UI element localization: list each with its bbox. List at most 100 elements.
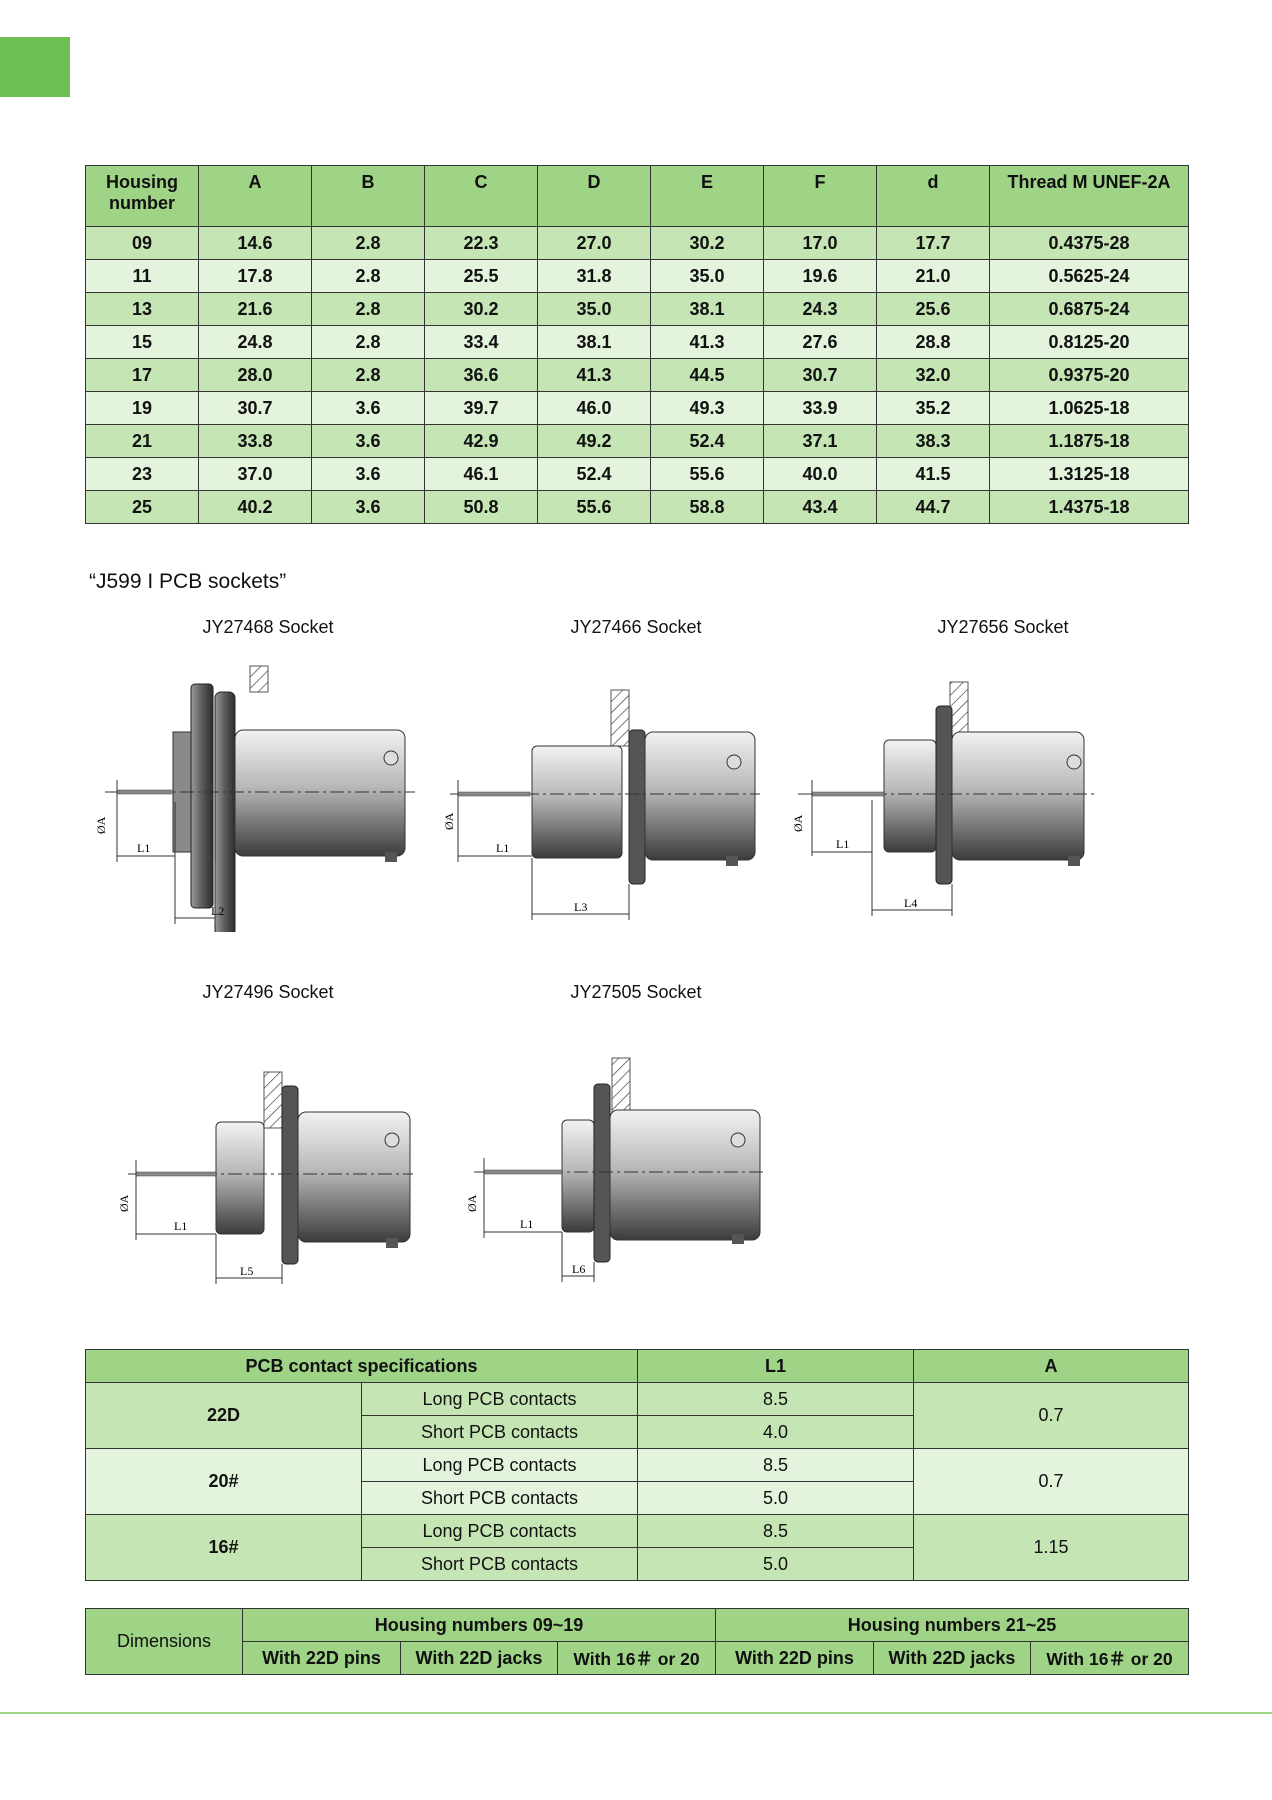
diameter-a-label: ØA	[95, 816, 108, 834]
table-row: Short PCB contacts 4.0	[86, 1415, 1189, 1449]
footer-divider	[0, 1712, 1272, 1714]
socket-caption-jy27466: JY27466 Socket	[570, 617, 702, 637]
table-row: 22D Long PCB contacts 8.5 0.7	[85, 1382, 1189, 1449]
table-cell: 09	[85, 226, 199, 260]
a-value: 0.7	[913, 1382, 1189, 1449]
table-cell: 3.6	[311, 424, 425, 458]
dimension-l1-label: L1	[836, 837, 849, 851]
table-cell: 43.4	[763, 490, 877, 524]
table-cell: 30.2	[424, 292, 538, 326]
column-header: Housing number	[85, 165, 199, 227]
column-header: B	[311, 165, 425, 227]
contact-type: Long PCB contacts	[361, 1448, 638, 1482]
socket-caption-jy27468: JY27468 Socket	[202, 617, 334, 637]
table-cell: 27.0	[537, 226, 651, 260]
table-cell: 1.1875-18	[989, 424, 1189, 458]
dimension-l5-label: L5	[240, 1264, 253, 1278]
table-cell: 0.9375-20	[989, 358, 1189, 392]
socket-caption-jy27656: JY27656 Socket	[937, 617, 1069, 637]
table-cell: 41.5	[876, 457, 990, 491]
housing-group-21-25: Housing numbers 21~25	[715, 1608, 1189, 1642]
table-cell: 19	[85, 391, 199, 425]
table-cell: 30.7	[763, 358, 877, 392]
socket-drawing-jy27466: ØA L1 L3	[440, 680, 770, 930]
table-cell: 17.7	[876, 226, 990, 260]
diameter-a-label: ØA	[791, 814, 805, 832]
housing-group-09-19: Housing numbers 09~19	[242, 1608, 716, 1642]
table-cell: 14.6	[198, 226, 312, 260]
table-cell: 0.6875-24	[989, 292, 1189, 326]
table-cell: 52.4	[537, 457, 651, 491]
dimension-l1-label: L1	[137, 841, 150, 855]
table-header-row: With 22D pins With 22D jacks With 16＃ or…	[86, 1641, 1189, 1675]
table-cell: 23	[85, 457, 199, 491]
col-22d-jacks: With 22D jacks	[400, 1641, 558, 1675]
l1-value: 5.0	[637, 1547, 914, 1581]
dimension-l3-label: L3	[574, 900, 587, 914]
table-cell: 41.3	[650, 325, 764, 359]
table-cell: 22.3	[424, 226, 538, 260]
table-cell: 21	[85, 424, 199, 458]
dimension-l4-label: L4	[904, 896, 917, 910]
table-cell: 0.5625-24	[989, 259, 1189, 293]
socket-drawing-jy27496: ØA L1 L5	[118, 1064, 418, 1294]
socket-drawing-jy27505: ØA L1 L6	[464, 1054, 774, 1294]
table-cell: 3.6	[311, 457, 425, 491]
diameter-a-label: ØA	[118, 1194, 131, 1212]
table-cell: 55.6	[650, 457, 764, 491]
table-cell: 3.6	[311, 490, 425, 524]
table-cell: 35.0	[537, 292, 651, 326]
table-cell: 13	[85, 292, 199, 326]
socket-caption-jy27505: JY27505 Socket	[570, 982, 702, 1002]
table-header-row: PCB contact specifications L1 A	[85, 1349, 1189, 1383]
dimensions-label: Dimensions	[85, 1608, 243, 1675]
table-row: Short PCB contacts 5.0	[86, 1481, 1189, 1515]
table-cell: 17.8	[198, 259, 312, 293]
table-cell: 38.1	[650, 292, 764, 326]
col-22d-pins: With 22D pins	[242, 1641, 401, 1675]
table-cell: 0.8125-20	[989, 325, 1189, 359]
socket-caption-jy27496: JY27496 Socket	[202, 982, 334, 1002]
table-cell: 35.0	[650, 259, 764, 293]
l1-value: 8.5	[637, 1382, 914, 1416]
table-cell: 25	[85, 490, 199, 524]
table-cell: 27.6	[763, 325, 877, 359]
table-cell: 33.8	[198, 424, 312, 458]
dimension-l2-label: L2	[211, 904, 224, 918]
table-cell: 24.8	[198, 325, 312, 359]
table-cell: 28.8	[876, 325, 990, 359]
col-16-or-20: With 16＃ or 20	[557, 1641, 716, 1675]
table-header-row: Dimensions Housing numbers 09~19 Housing…	[85, 1608, 1189, 1675]
table-cell: 38.1	[537, 325, 651, 359]
table-cell: 36.6	[424, 358, 538, 392]
socket-drawing-jy27468: ØA L1 L2	[95, 662, 425, 932]
table-row: 16# Long PCB contacts 8.5 1.15	[85, 1514, 1189, 1581]
col-22d-jacks: With 22D jacks	[873, 1641, 1031, 1675]
table-cell: 21.6	[198, 292, 312, 326]
table-cell: 40.2	[198, 490, 312, 524]
column-header: C	[424, 165, 538, 227]
l1-value: 8.5	[637, 1514, 914, 1548]
table-cell: 17.0	[763, 226, 877, 260]
table-cell: 0.4375-28	[989, 226, 1189, 260]
contact-size: 20#	[85, 1448, 362, 1515]
dimensions-table: Dimensions Housing numbers 09~19 Housing…	[85, 1608, 1189, 1675]
column-header: F	[763, 165, 877, 227]
contact-size: 22D	[85, 1382, 362, 1449]
column-header: d	[876, 165, 990, 227]
table-cell: 42.9	[424, 424, 538, 458]
table-cell: 2.8	[311, 226, 425, 260]
pcb-contact-spec-table: PCB contact specifications L1 A 22D Long…	[85, 1349, 1189, 1581]
table-cell: 1.0625-18	[989, 391, 1189, 425]
col-16-or-20: With 16＃ or 20	[1030, 1641, 1189, 1675]
table-cell: 50.8	[424, 490, 538, 524]
table-cell: 1.3125-18	[989, 457, 1189, 491]
